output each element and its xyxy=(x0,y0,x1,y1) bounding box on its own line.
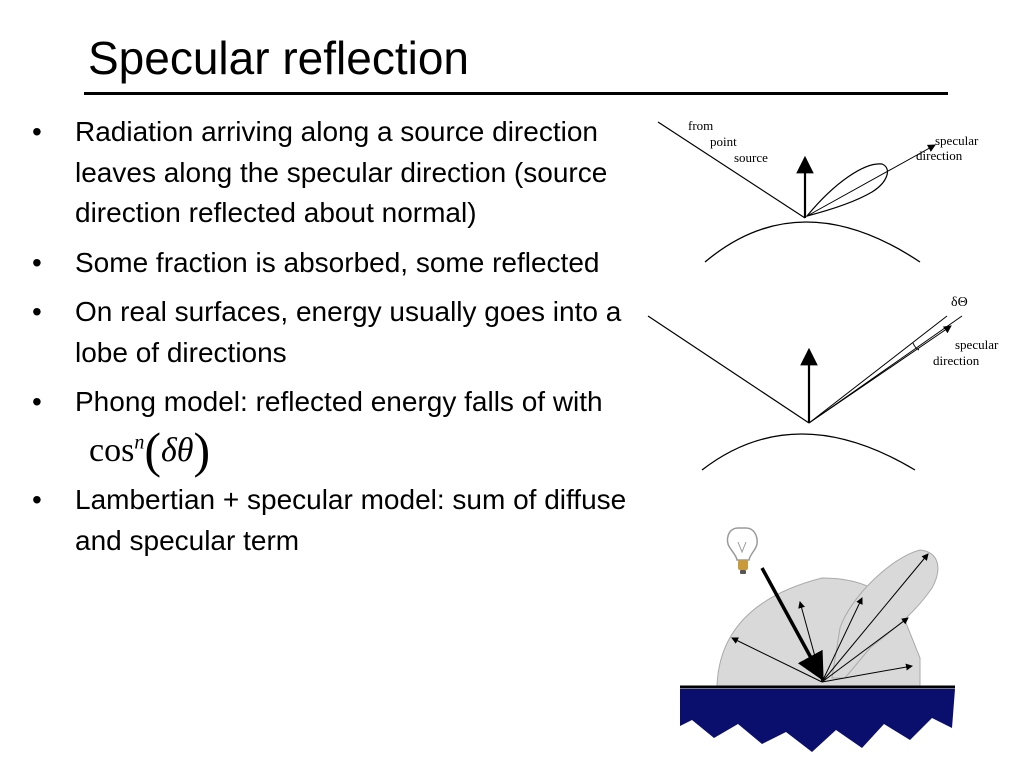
reflected-rays xyxy=(731,553,929,683)
specular-lobe-diagram: from point source specular direction xyxy=(650,112,1020,272)
label-direction: direction xyxy=(933,353,980,368)
formula-close-paren: ) xyxy=(193,421,211,478)
lambertian-specular-diagram xyxy=(670,518,965,758)
formula-open-paren: ( xyxy=(144,421,161,478)
incident-ray-arrow xyxy=(760,567,824,682)
bullet-text: Phong model: reflected energy falls of w… xyxy=(75,386,603,417)
bullet-item: • Radiation arriving along a source dire… xyxy=(32,112,672,234)
bullet-dot: • xyxy=(32,386,42,417)
specular-lobe xyxy=(805,163,889,218)
label-specular: specular xyxy=(935,133,979,148)
bullet-item: • Lambertian + specular model: sum of di… xyxy=(32,480,672,561)
label-specular: specular xyxy=(955,337,999,352)
formula-exponent: n xyxy=(134,431,145,454)
bullet-text: Radiation arriving along a source direct… xyxy=(75,116,608,228)
lightbulb-icon xyxy=(726,527,758,574)
specular-direction-arrow xyxy=(806,144,936,217)
slide-title: Specular reflection xyxy=(88,32,469,84)
bullet-text: Some fraction is absorbed, some reflecte… xyxy=(75,246,600,278)
curved-surface xyxy=(701,433,916,471)
combined-reflection-lobe xyxy=(716,549,939,687)
phong-formula: cosn(δθ) xyxy=(89,425,210,475)
bullet-item: • Some fraction is absorbed, some reflec… xyxy=(32,243,672,284)
label-direction: direction xyxy=(916,148,963,163)
title-underline xyxy=(84,92,948,95)
bullet-dot: • xyxy=(32,296,42,327)
formula-func: cos xyxy=(89,431,135,469)
label-from: from xyxy=(688,118,713,133)
label-point: point xyxy=(710,134,737,149)
delta-theta-arc xyxy=(912,342,920,351)
bullet-list: • Radiation arriving along a source dire… xyxy=(32,112,672,570)
curved-surface xyxy=(704,221,921,263)
specular-direction-arrow xyxy=(808,325,952,424)
incoming-ray xyxy=(647,315,810,424)
bullet-dot: • xyxy=(32,116,42,147)
bullet-dot: • xyxy=(32,484,42,516)
formula-argument: δθ xyxy=(160,431,194,469)
bullet-text: On real surfaces, energy usually goes in… xyxy=(75,296,622,368)
cone-edge-upper xyxy=(808,315,948,424)
incoming-ray xyxy=(657,121,806,219)
bullet-dot: • xyxy=(32,246,42,278)
bullet-item: • On real surfaces, energy usually goes … xyxy=(32,292,672,373)
label-source: source xyxy=(734,150,768,165)
bullet-item: • Phong model: reflected energy falls of… xyxy=(32,382,672,475)
label-delta-theta: δΘ xyxy=(951,295,968,310)
rough-surface xyxy=(680,689,955,752)
bullet-text: Lambertian + specular model: sum of diff… xyxy=(75,484,627,556)
specular-cone-diagram: δΘ specular direction xyxy=(645,288,1020,473)
